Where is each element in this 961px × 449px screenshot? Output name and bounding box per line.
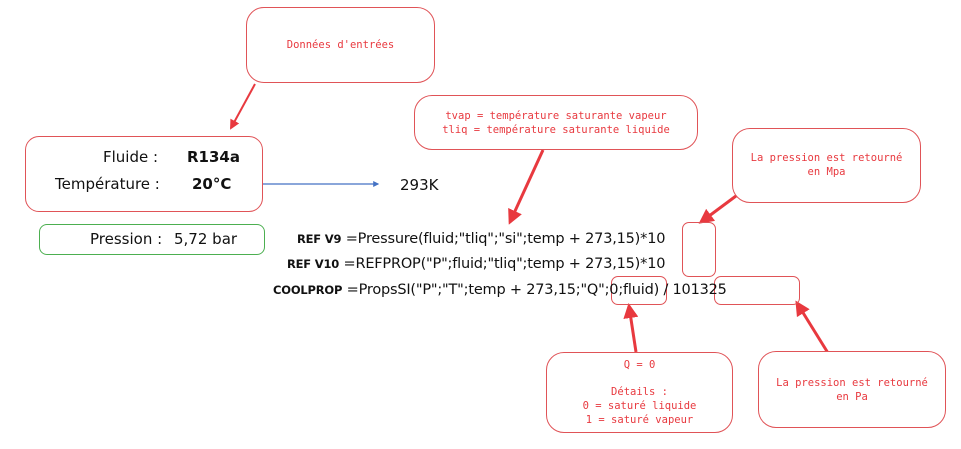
formula-ref-v9: REF V9 =Pressure(fluid;"tliq";"si";temp … (297, 231, 665, 247)
temperature-value-text: 20°C (192, 175, 232, 193)
arrow-mpa-note (698, 191, 741, 224)
note-input-data: Données d'entrées (246, 7, 435, 83)
arrow-pa-note (795, 300, 830, 354)
formula-ref-v9-text: =Pressure(fluid;"tliq";"si";temp + 273,1… (345, 231, 641, 247)
note-q-title: Q = 0 (623, 359, 656, 371)
formula-ref-v10-text: =REFPROP("P";fluid;"tliq";temp + 273,15) (343, 256, 641, 272)
note-pressure-mpa: La pression est retourné en Mpa (732, 128, 921, 203)
formula-coolprop-text: =PropsSI("P";"T";temp + 273,15 (346, 282, 576, 298)
highlight-multiply-10 (682, 222, 716, 277)
inputs-box (25, 136, 263, 212)
highlight-divide-atm (714, 276, 800, 305)
formula-coolprop-quality: ;"Q";0; (575, 282, 624, 298)
formula-ref-v9-suffix: *10 (640, 231, 666, 247)
formula-coolprop-tag: COOLPROP (273, 283, 343, 297)
note-q-details: Détails : (611, 386, 668, 398)
arrow-q-note (623, 303, 639, 353)
highlight-quality-param (611, 276, 667, 305)
temperature-value: 20°C (192, 175, 231, 193)
pressure-value: 5,72 bar (174, 230, 238, 248)
formula-ref-v9-tag: REF V9 (297, 232, 342, 246)
note-tvap: tvap = température saturante vapeur (445, 109, 667, 122)
pressure-result-box (39, 224, 265, 255)
note-quality: Q = 0 Détails : 0 = saturé liquide 1 = s… (546, 352, 733, 433)
arrow-inputs-to-fluid (230, 83, 256, 130)
formula-ref-v10-suffix: *10 (640, 256, 666, 272)
note-pressure-pa: La pression est retourné en Pa (758, 351, 946, 428)
kelvin-value: 293K (400, 176, 439, 194)
formula-coolprop-fluid: fluid) (623, 282, 660, 298)
note-tliq: tliq = température saturante liquide (442, 123, 670, 136)
fluid-label: Fluide : (103, 148, 159, 166)
note-q-one: 1 = saturé vapeur (585, 414, 694, 426)
formula-ref-v10-tag: REF V10 (287, 257, 340, 271)
note-q-zero: 0 = saturé liquide (582, 400, 697, 412)
formula-ref-v10: REF V10 =REFPROP("P";fluid;"tliq";temp +… (287, 256, 665, 272)
note-mpa-line2: en Mpa (807, 166, 846, 178)
fluid-value-text: R134a (187, 148, 240, 166)
formula-coolprop-suffix: / 101325 (659, 282, 727, 298)
arrow-tliq-note (508, 149, 545, 225)
note-mpa-line1: La pression est retourné (750, 152, 903, 164)
fluid-value: R134a (187, 148, 240, 166)
note-pa-line1: La pression est retourné (776, 376, 928, 389)
note-saturation-temps: tvap = température saturante vapeur tliq… (414, 95, 698, 150)
temperature-label: Température : (55, 175, 160, 193)
formula-coolprop: COOLPROP =PropsSI("P";"T";temp + 273,15;… (273, 282, 727, 298)
pressure-label: Pression : (90, 230, 163, 248)
note-input-data-text: Données d'entrées (286, 39, 395, 51)
note-pa-line2: en Pa (836, 390, 868, 403)
